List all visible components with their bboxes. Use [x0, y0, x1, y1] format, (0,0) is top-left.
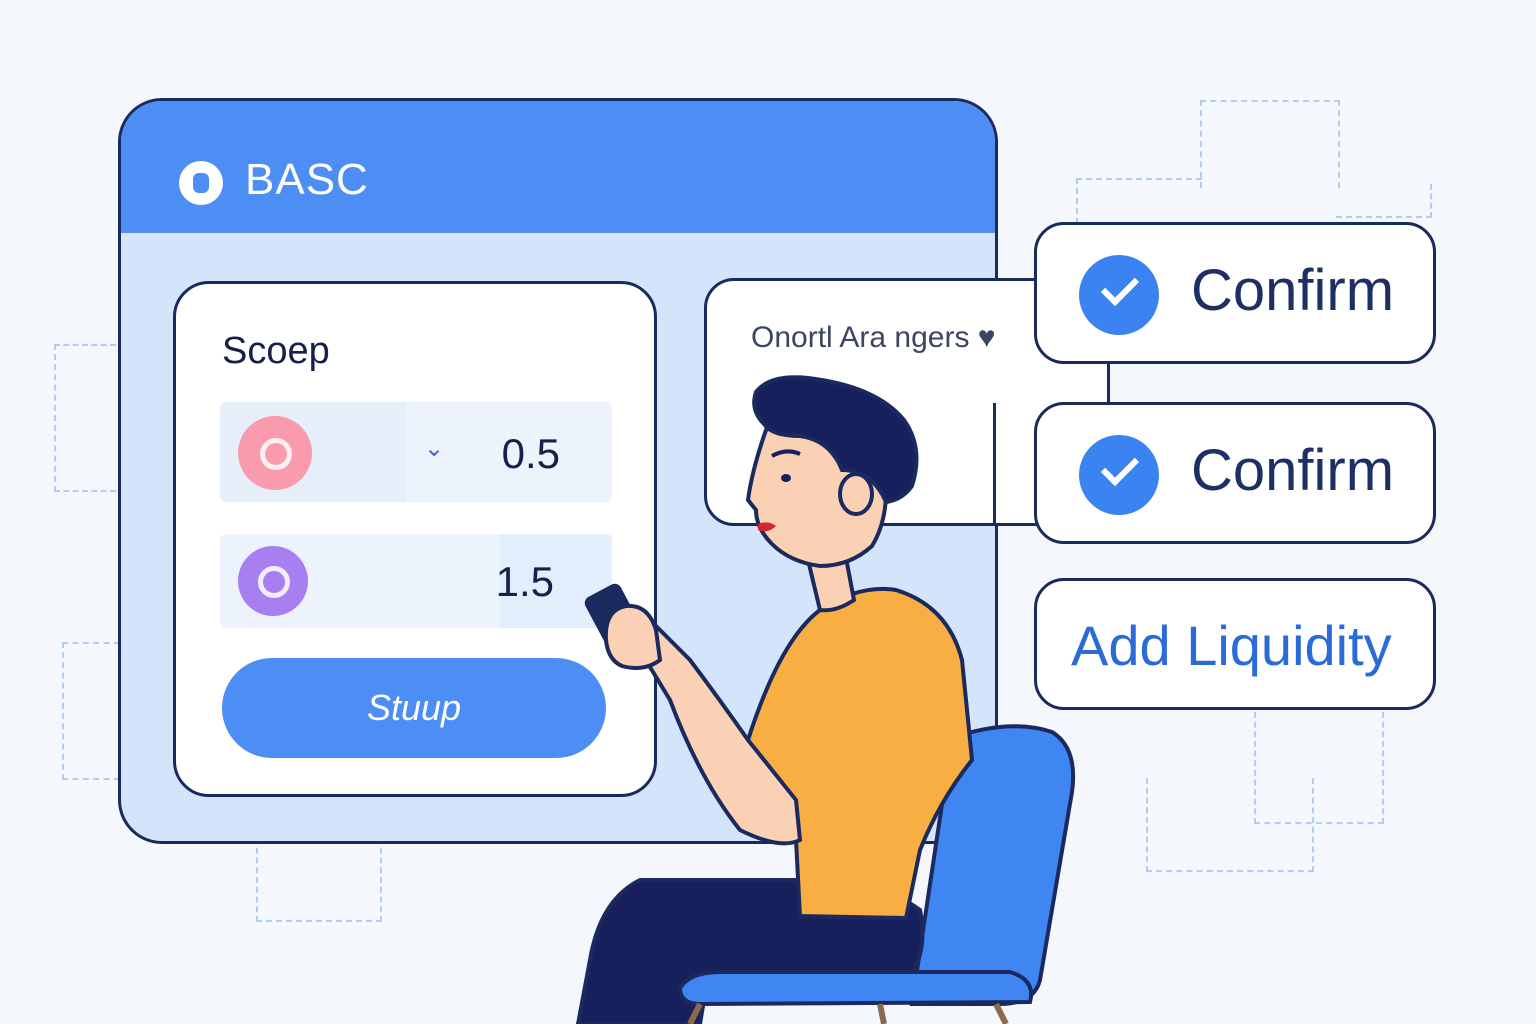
- bg-dashed-shape: [1076, 178, 1202, 224]
- bg-dashed-shape: [1254, 712, 1384, 824]
- bg-dashed-shape: [1336, 184, 1432, 218]
- to-token-row[interactable]: 1.5: [220, 534, 612, 628]
- bg-dashed-shape: [1200, 100, 1340, 188]
- confirm-button-label: Confirm: [1191, 438, 1395, 503]
- swap-card: Scoep ⌄ 0.5 1.5 Stuup: [173, 281, 657, 797]
- person-hand: [603, 603, 663, 670]
- person-arm: [621, 614, 803, 846]
- from-token-row[interactable]: ⌄ 0.5: [220, 402, 612, 502]
- token-pink-icon: [238, 416, 312, 490]
- check-circle-icon: [1079, 435, 1159, 515]
- chair-leg: [687, 1002, 703, 1024]
- panel-divider: [993, 403, 996, 523]
- person-ear: [838, 472, 874, 516]
- bg-dashed-shape: [62, 642, 120, 780]
- token-purple-icon[interactable]: [238, 546, 308, 616]
- bg-dashed-shape: [1146, 778, 1314, 872]
- chair-leg: [877, 1003, 887, 1024]
- swap-card-title: Scoep: [222, 330, 330, 372]
- confirm-button-label: Confirm: [1191, 258, 1395, 323]
- confirm-button[interactable]: Confirm: [1034, 402, 1436, 544]
- person-eye: [781, 474, 791, 482]
- from-amount-input[interactable]: 0.5: [501, 430, 560, 477]
- confirm-button[interactable]: Confirm: [1034, 222, 1436, 364]
- from-token-selector[interactable]: [220, 402, 406, 502]
- chevron-down-icon[interactable]: ⌄: [424, 434, 445, 462]
- person-hair: [752, 375, 919, 505]
- bg-dashed-shape: [54, 344, 116, 492]
- person-brow: [771, 449, 801, 458]
- check-circle-icon: [1079, 255, 1159, 335]
- person-shirt: [745, 586, 975, 921]
- title-bar: BASC: [121, 101, 995, 233]
- swap-button[interactable]: Stuup: [222, 658, 606, 758]
- add-liquidity-label: Add Liquidity: [1071, 614, 1392, 677]
- bg-dashed-shape: [256, 838, 382, 922]
- chair-leg: [993, 1002, 1009, 1024]
- add-liquidity-button[interactable]: Add Liquidity: [1034, 578, 1436, 710]
- approval-label: Onortl Ara ngers ♥: [751, 321, 996, 354]
- person-mouth: [758, 522, 776, 532]
- to-amount-input[interactable]: 1.5: [495, 558, 554, 605]
- person-neck: [805, 555, 857, 613]
- app-logo-icon: [179, 161, 223, 205]
- app-title: BASC: [245, 155, 369, 204]
- chair-seat: [677, 970, 1033, 1007]
